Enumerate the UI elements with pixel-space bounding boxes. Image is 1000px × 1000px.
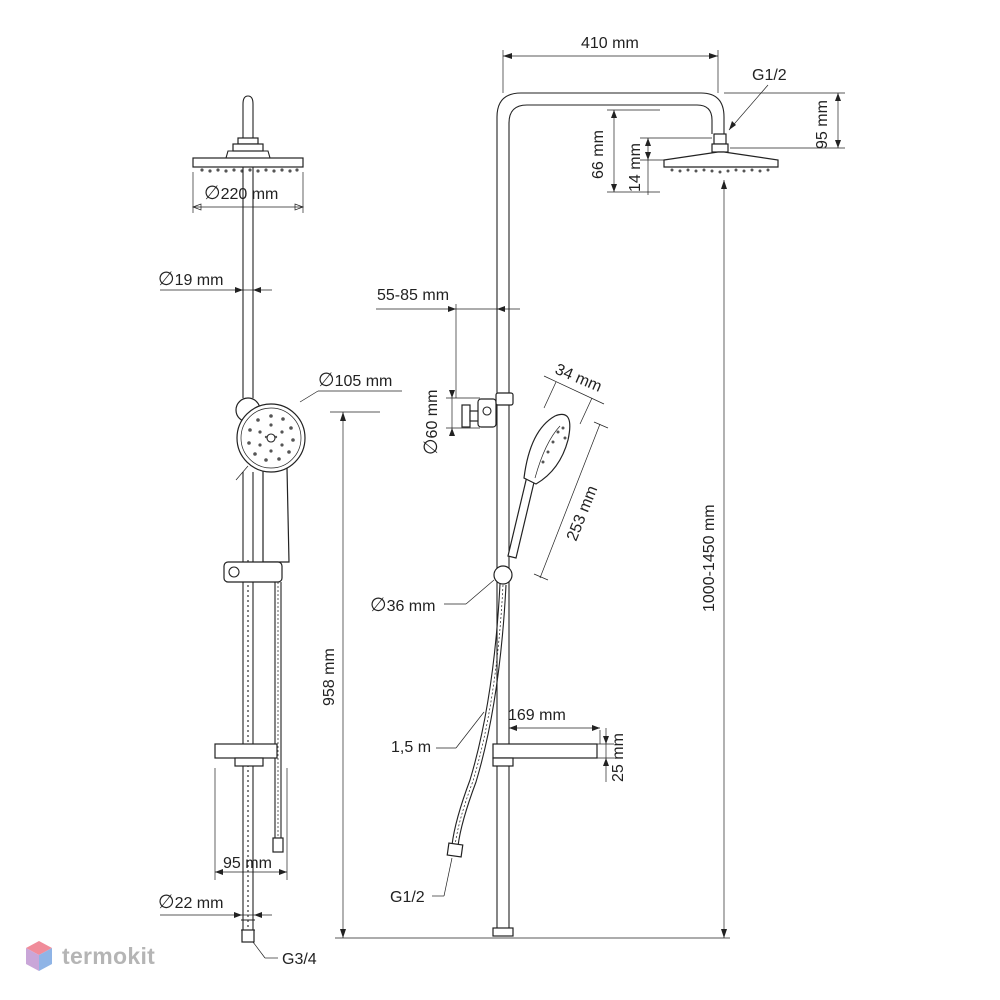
front-head-nozzles: [200, 168, 299, 173]
side-head-thickness-label: 14 mm: [627, 143, 644, 192]
side-head-height-label: 66 mm: [590, 130, 607, 179]
side-shelf: [492, 743, 598, 767]
side-diverter-diameter-label: ∅36 mm: [370, 595, 435, 616]
front-shelf-width-label: 95 mm: [223, 855, 272, 872]
side-dimensions: [335, 50, 845, 939]
side-hand-width-label: 34 mm: [552, 361, 604, 396]
front-slide-holder: [223, 561, 283, 583]
side-diverter: [493, 565, 513, 585]
side-bracket-diameter-label: ∅60 mm: [421, 390, 442, 455]
front-hand-diameter-label: ∅105 mm: [318, 370, 392, 391]
side-hose: [446, 583, 507, 858]
side-hose-thread-label: G1/2: [390, 889, 425, 906]
front-top-pipe: [225, 95, 271, 159]
front-view: ∅220 mm ∅19 mm ∅105 mm 958 mm 95 mm ∅22 …: [158, 95, 402, 968]
front-rails: [242, 167, 254, 930]
front-inlet-thread-label: G3/4: [282, 951, 317, 968]
front-hose: [272, 582, 284, 853]
front-height-label: 958 mm: [321, 648, 338, 706]
front-rail-diameter-label: ∅19 mm: [158, 269, 223, 290]
hand-shower-nozzles: [247, 414, 295, 462]
front-base-diameter-label: ∅22 mm: [158, 892, 223, 913]
side-column: [492, 92, 729, 937]
front-head-diameter-label: ∅220 mm: [204, 183, 278, 204]
brand-logo: termokit: [24, 936, 155, 976]
side-view: 410 mm G1/2 95 mm 66 mm 14 mm 55-85 mm ∅…: [335, 35, 845, 939]
side-arm-reach-label: 410 mm: [581, 35, 639, 52]
side-arm-drop-label: 95 mm: [814, 100, 831, 149]
side-hose-length-label: 1,5 m: [391, 739, 431, 756]
side-rain-head: [663, 151, 779, 174]
side-total-height-label: 1000-1450 mm: [701, 504, 718, 612]
cube-left-face: [26, 948, 39, 971]
cube-right-face: [39, 948, 52, 971]
front-dimensions: [160, 172, 402, 959]
brand-name: termokit: [62, 942, 156, 969]
brand-cube-icon: [26, 941, 52, 971]
side-shelf-height-label: 25 mm: [610, 733, 627, 782]
front-shelf: [214, 743, 278, 767]
front-hand-shower: [236, 403, 306, 563]
side-head-nozzles: [670, 168, 770, 174]
side-shelf-depth-label: 169 mm: [508, 707, 566, 724]
front-bottom-fitting: [241, 919, 255, 943]
side-wall-offset-label: 55-85 mm: [377, 287, 449, 304]
front-rain-head: [192, 157, 304, 173]
side-head-thread-label: G1/2: [752, 67, 787, 84]
side-hand-shower: [507, 413, 571, 559]
side-wall-bracket: [461, 392, 514, 428]
side-hand-length-label: 253 mm: [564, 484, 601, 544]
